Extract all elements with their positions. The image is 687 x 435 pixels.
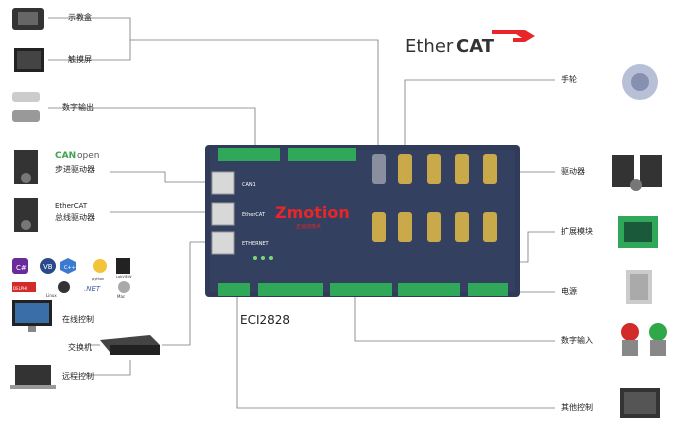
label-stepper-driver: 步进驱动器 xyxy=(55,165,95,174)
label-bus-ethercat: EtherCAT xyxy=(55,202,88,210)
lang-labview: LabVIEW xyxy=(116,275,132,279)
handwheel-image xyxy=(622,64,658,100)
controller-board: CAN1 EtherCAT ETHERNET Zmotion 正运动技术 xyxy=(205,145,520,297)
teach-pendant-image xyxy=(12,8,44,30)
lang-cpp: C++ xyxy=(64,265,76,271)
db-port xyxy=(483,154,497,184)
digital-output-image xyxy=(12,92,40,122)
terminal-top-1 xyxy=(218,148,280,161)
db-port xyxy=(455,212,469,242)
lang-delphi: DELPHI xyxy=(13,286,27,291)
label-digital-output: 数字输出 xyxy=(62,103,94,112)
terminal-bottom-4 xyxy=(398,283,460,296)
remote-control-image xyxy=(10,365,56,389)
lang-mac: Mac xyxy=(117,294,125,299)
db-port xyxy=(398,212,412,242)
stepper-driver-image xyxy=(14,150,38,184)
db-port xyxy=(427,154,441,184)
touch-screen-image xyxy=(14,48,44,72)
db-port xyxy=(398,154,412,184)
controller-model: ECI2828 xyxy=(240,313,290,327)
label-servo-driver: 驱动器 xyxy=(561,167,585,176)
brand-logo: Zmotion xyxy=(275,203,350,222)
label-canopen-open: open xyxy=(77,151,100,161)
language-icons xyxy=(12,258,130,293)
terminal-bottom-2 xyxy=(258,283,323,296)
ethernet-port xyxy=(211,231,235,255)
switch-image xyxy=(100,335,160,355)
power-supply-image xyxy=(626,270,652,304)
servo-driver-image xyxy=(612,155,662,191)
terminal-bottom-1 xyxy=(218,283,250,296)
port-label-ethercat: EtherCAT xyxy=(242,212,266,218)
label-digital-input: 数字输入 xyxy=(561,336,593,345)
label-touch-screen: 触摸屏 xyxy=(68,55,92,64)
db-port xyxy=(483,212,497,242)
label-power: 电源 xyxy=(561,287,577,296)
lang-python: python xyxy=(92,277,104,281)
lang-linux: Linux xyxy=(46,293,57,298)
label-bus-driver: 总线驱动器 xyxy=(55,213,95,222)
db-port xyxy=(427,212,441,242)
label-teach-pendant: 示教盒 xyxy=(68,13,92,22)
lang-vb: VB xyxy=(43,263,53,271)
label-online-control: 在线控制 xyxy=(62,315,94,324)
can-port xyxy=(211,171,235,195)
db-port xyxy=(372,212,386,242)
port-label-can: CAN1 xyxy=(242,182,256,188)
lang-dotnet: .NET xyxy=(84,285,101,293)
expansion-module-image xyxy=(618,216,658,248)
lang-csharp: C# xyxy=(16,264,27,272)
label-expansion-module: 扩展模块 xyxy=(561,227,593,236)
port-label-ethernet: ETHERNET xyxy=(242,241,270,247)
ethercat-port xyxy=(211,202,235,226)
db-port xyxy=(455,154,469,184)
terminal-bottom-3 xyxy=(330,283,392,296)
label-switch: 交换机 xyxy=(68,343,92,352)
ethercat-logo-cat: CAT xyxy=(456,36,495,57)
other-control-image xyxy=(620,388,660,418)
label-canopen-can: CAN xyxy=(55,151,77,161)
online-control-image xyxy=(12,300,52,332)
label-remote-control: 远程控制 xyxy=(62,372,94,381)
bus-driver-image xyxy=(14,198,38,232)
terminal-top-2 xyxy=(288,148,356,161)
label-other-control: 其他控制 xyxy=(561,403,593,412)
ethercat-logo: Ether CAT xyxy=(405,30,535,57)
db-port xyxy=(372,154,386,184)
terminal-bottom-5 xyxy=(468,283,508,296)
label-handwheel: 手轮 xyxy=(561,75,577,84)
brand-sub: 正运动技术 xyxy=(296,223,321,230)
ethercat-logo-ether: Ether xyxy=(405,36,454,57)
digital-input-image xyxy=(621,323,667,356)
